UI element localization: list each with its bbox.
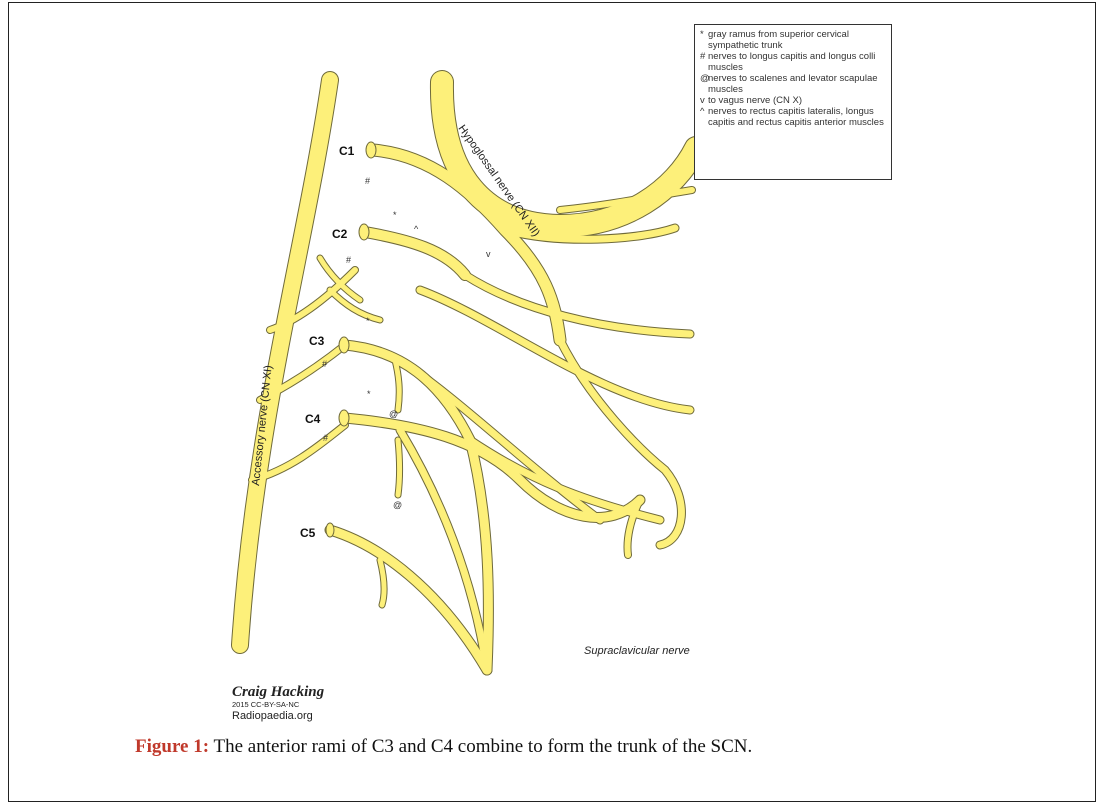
legend-text: gray ramus from superior cervical sympat… [708,29,886,51]
legend-text: nerves to longus capitis and longus coll… [708,51,886,73]
root-ends [326,142,376,537]
mark-star-c3: * [366,316,370,326]
mark-hash-c1: # [365,176,370,186]
legend-item: *gray ramus from superior cervical sympa… [700,29,886,51]
level-label-c3: C3 [309,334,325,348]
mark-hash-c2: # [346,255,351,265]
author-credit: Craig Hacking 2015 CC-BY-SA-NC Radiopaed… [232,684,324,722]
mark-star-c4: * [367,389,371,399]
nerve-fills [240,80,696,670]
mark-at-c4: @ [393,500,402,510]
legend-symbol: * [700,29,708,51]
license-text: 2015 CC-BY-SA-NC [232,700,324,709]
author-signature: Craig Hacking [232,684,324,701]
figure-number: Figure 1: [135,736,209,757]
level-label-c4: C4 [305,412,321,426]
mark-hash-c4: # [323,433,328,443]
mark-at-c3: @ [389,409,398,419]
legend-text: nerves to scalenes and levator scapulae … [708,73,886,95]
legend-symbol: ^ [700,106,708,128]
legend-symbol: # [700,51,708,73]
legend-item: #nerves to longus capitis and longus col… [700,51,886,73]
supraclavicular-nerve-label: Supraclavicular nerve [584,645,690,657]
mark-hash-c3: # [322,359,327,369]
legend-item: @nerves to scalenes and levator scapulae… [700,73,886,95]
legend-symbol: @ [700,73,708,95]
legend-text: to vagus nerve (CN X) [708,95,802,106]
level-label-c1: C1 [339,144,355,158]
legend-text: nerves to rectus capitis lateralis, long… [708,106,886,128]
figure-caption: Figure 1: The anterior rami of C3 and C4… [135,736,752,758]
legend-item: ^nerves to rectus capitis lateralis, lon… [700,106,886,128]
source-site: Radiopaedia.org [232,710,324,722]
mark-vagus: v [486,249,491,259]
level-label-c2: C2 [332,227,348,241]
level-label-c5: C5 [300,526,316,540]
caption-text: The anterior rami of C3 and C4 combine t… [209,736,752,757]
legend-symbol: v [700,95,708,106]
legend-box: *gray ramus from superior cervical sympa… [694,24,892,180]
mark-star-c2: * [393,210,397,220]
mark-caret: ^ [414,224,419,234]
